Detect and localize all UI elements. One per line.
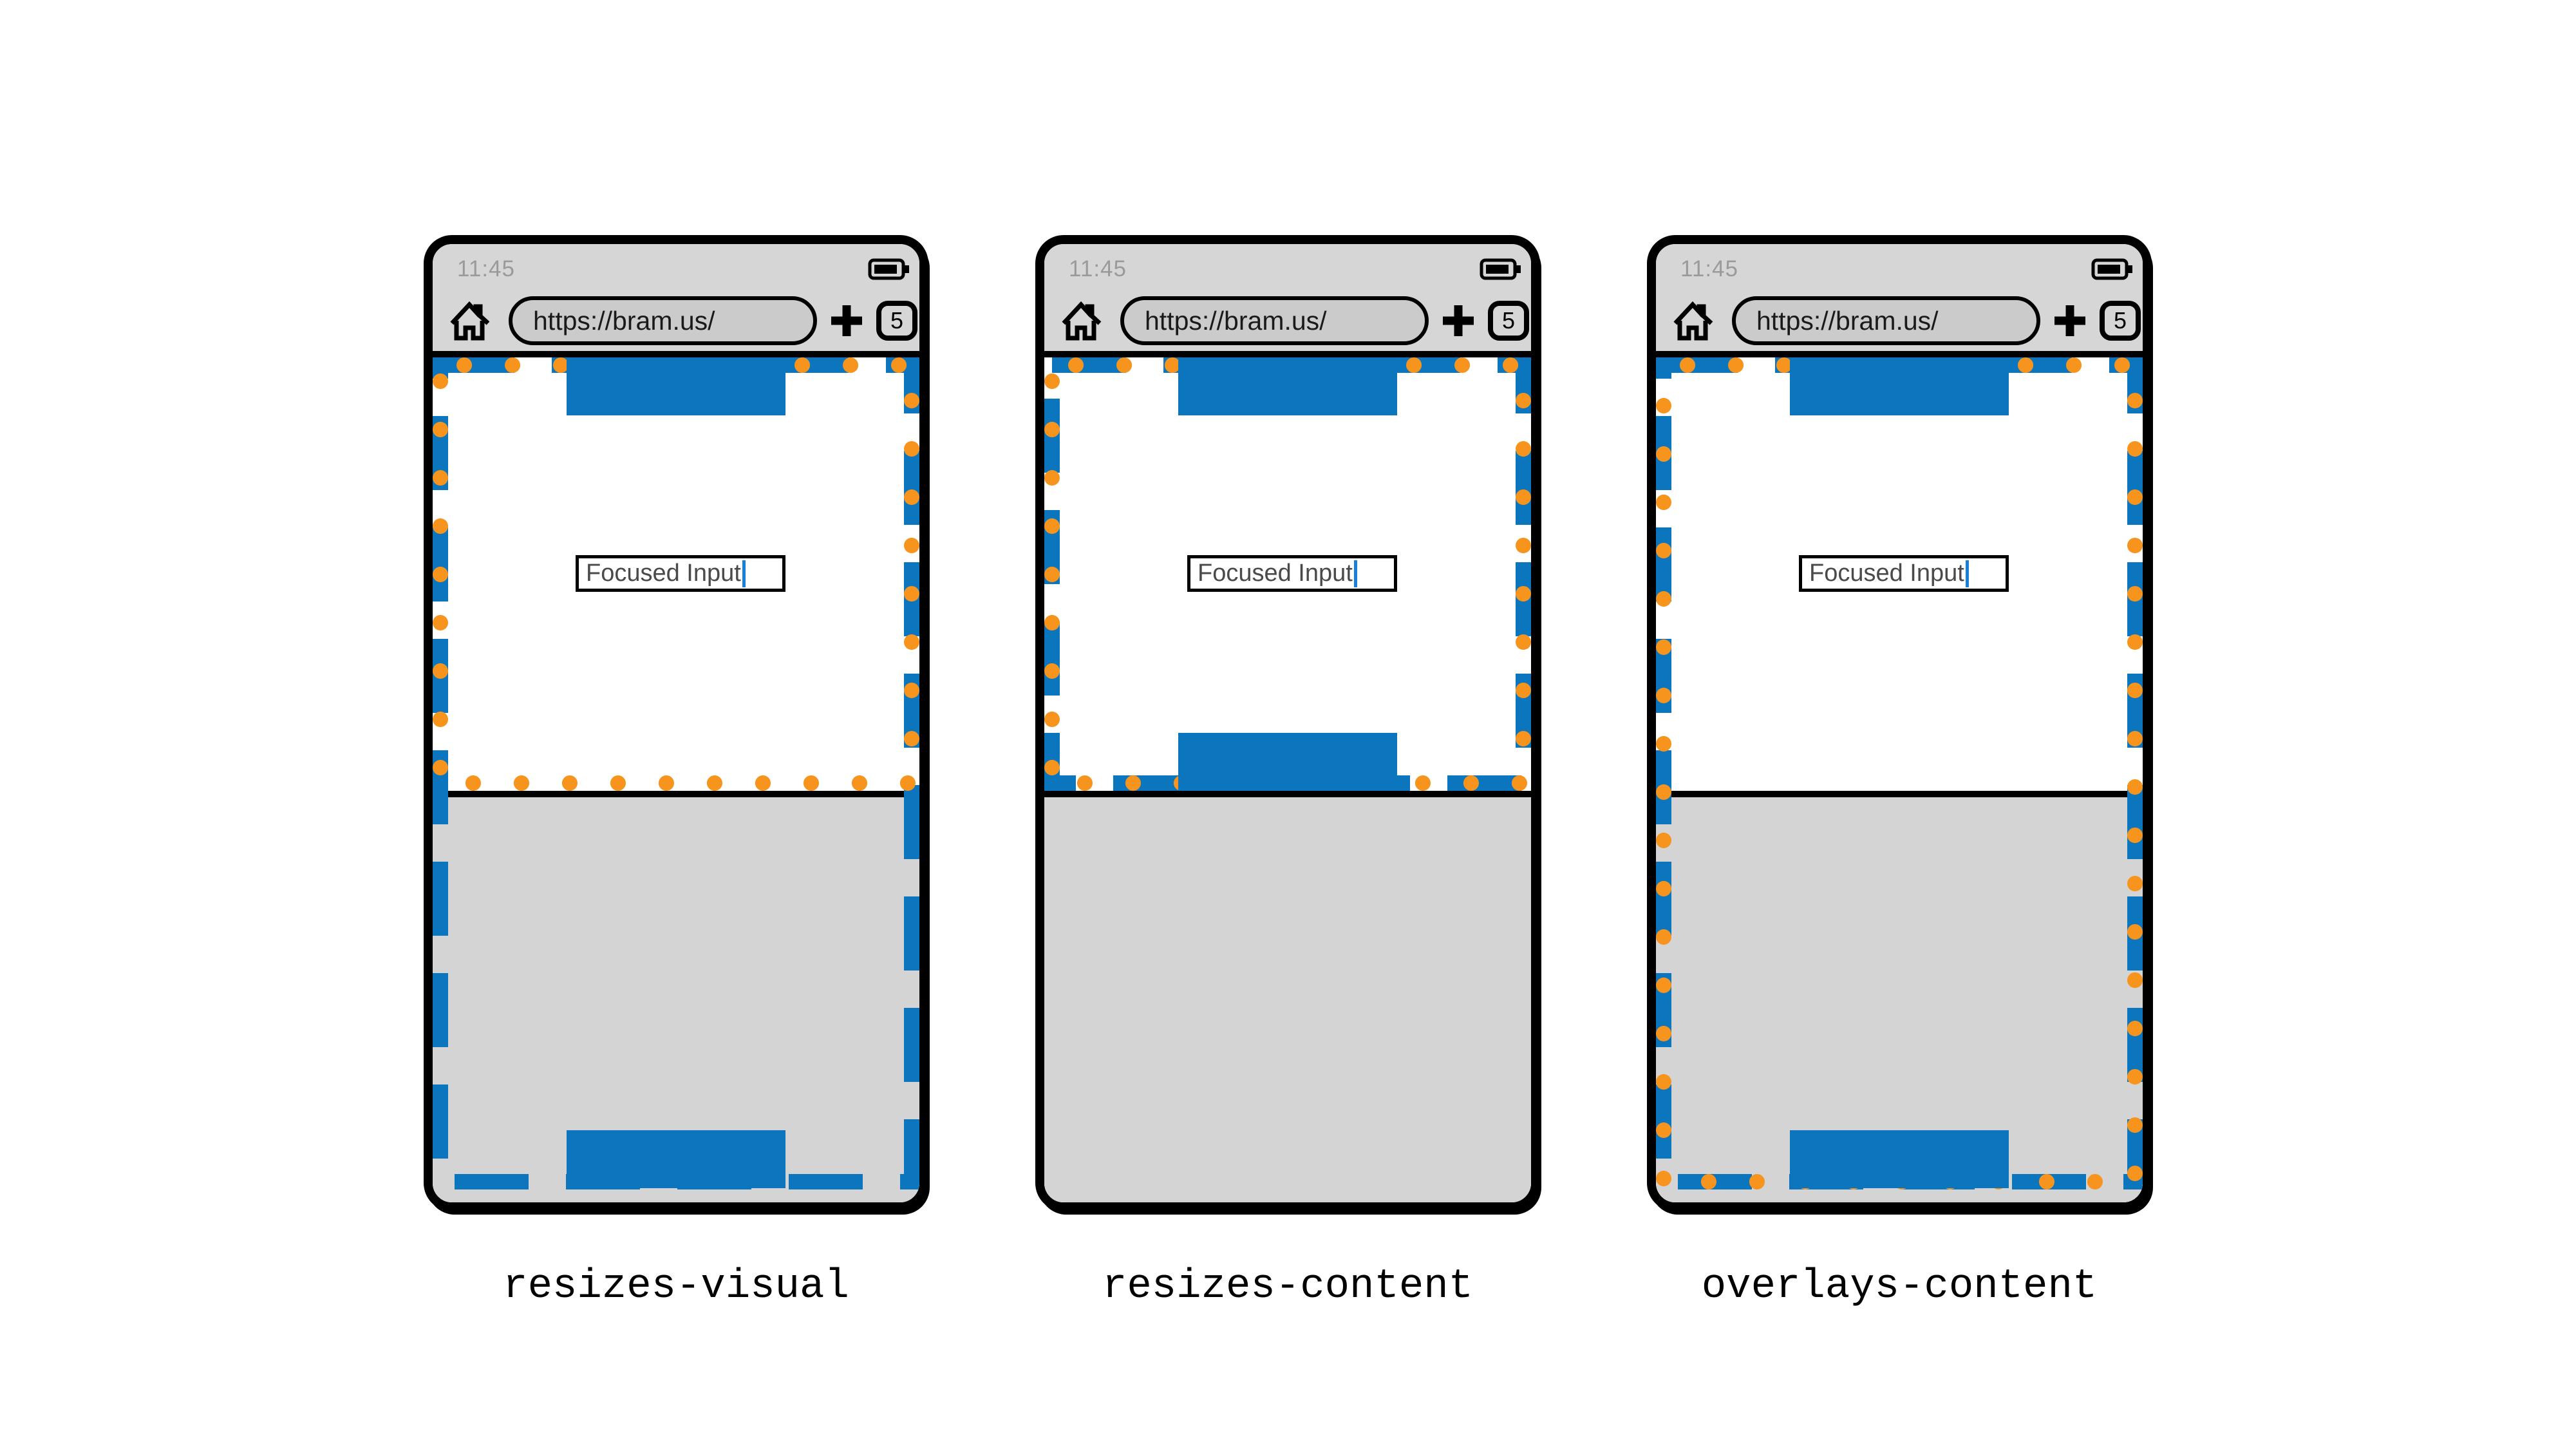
chrome-divider	[433, 351, 919, 357]
browser-toolbar: https://bram.us/ 5	[1044, 290, 1531, 351]
plus-icon[interactable]	[2052, 303, 2088, 339]
tab-count-text: 5	[2113, 307, 2127, 334]
url-field[interactable]: https://bram.us/	[1732, 296, 2040, 345]
viewport-overlay	[1044, 357, 1531, 791]
visual-viewport-dotted-border	[1656, 357, 2143, 1189]
fixed-footer-bar	[1178, 733, 1397, 791]
input-text: Focused Input	[586, 560, 741, 587]
fixed-header-bar	[567, 357, 785, 415]
page-viewport: Focused Input	[1656, 357, 2143, 1202]
clock-text: 11:45	[457, 256, 515, 281]
phone-mockup-overlays-content: 11:45 https://bram.us/ 5	[1647, 235, 2152, 1211]
plus-icon[interactable]	[1440, 303, 1476, 339]
fixed-footer-bar	[1790, 1130, 2009, 1188]
clock-text: 11:45	[1069, 256, 1127, 281]
home-icon[interactable]	[449, 298, 491, 344]
fixed-footer-bar	[567, 1130, 785, 1188]
viewport-overlay	[433, 357, 919, 1189]
phone-mockup-resizes-content: 11:45 https://bram.us/ 5	[1035, 235, 1540, 1211]
text-caret	[1353, 560, 1357, 587]
visual-viewport-dotted-border	[433, 357, 919, 791]
tab-count-text: 5	[890, 307, 904, 334]
input-text: Focused Input	[1198, 560, 1353, 587]
chrome-divider	[1656, 351, 2143, 357]
layout-viewport-dashed-border	[433, 357, 919, 1189]
text-caret	[742, 560, 746, 587]
fixed-header-bar	[1178, 357, 1397, 415]
tab-counter[interactable]: 5	[876, 301, 917, 341]
tab-counter[interactable]: 5	[2100, 301, 2141, 341]
home-icon[interactable]	[1673, 298, 1714, 344]
mode-label-resizes-content: resizes-content	[1102, 1264, 1474, 1310]
tab-counter[interactable]: 5	[1488, 301, 1529, 341]
chrome-divider	[1044, 351, 1531, 357]
browser-toolbar: https://bram.us/ 5	[1656, 290, 2143, 351]
url-text: https://bram.us/	[1756, 305, 1939, 336]
home-icon[interactable]	[1061, 298, 1102, 344]
page-viewport: Focused Input	[433, 357, 919, 1202]
page-viewport: Focused Input	[1044, 357, 1531, 1202]
mode-label-overlays-content: overlays-content	[1701, 1264, 2098, 1310]
text-caret	[1965, 560, 1969, 587]
url-text: https://bram.us/	[1145, 305, 1327, 336]
status-bar: 11:45	[433, 244, 919, 290]
url-field[interactable]: https://bram.us/	[1120, 296, 1429, 345]
visual-viewport-dotted-border	[1044, 357, 1531, 791]
clock-text: 11:45	[1680, 256, 1738, 281]
status-bar: 11:45	[1656, 244, 2143, 290]
phone-mockup-resizes-visual: 11:45 https://bram.us/ 5	[424, 235, 928, 1211]
battery-icon	[1480, 258, 1521, 280]
mode-label-resizes-visual: resizes-visual	[503, 1264, 849, 1310]
battery-icon	[2091, 258, 2132, 280]
focused-input[interactable]: Focused Input	[576, 555, 785, 592]
browser-toolbar: https://bram.us/ 5	[433, 290, 919, 351]
input-text: Focused Input	[1809, 560, 1964, 587]
plus-icon[interactable]	[829, 303, 865, 339]
layout-viewport-dashed-border	[1656, 357, 2143, 1189]
viewport-overlay	[1656, 357, 2143, 1189]
focused-input[interactable]: Focused Input	[1187, 555, 1397, 592]
focused-input[interactable]: Focused Input	[1799, 555, 2009, 592]
fixed-header-bar	[1790, 357, 2009, 415]
virtual-keyboard-area	[1044, 791, 1531, 1202]
tab-count-text: 5	[1501, 307, 1516, 334]
battery-icon	[868, 258, 909, 280]
url-field[interactable]: https://bram.us/	[509, 296, 817, 345]
url-text: https://bram.us/	[533, 305, 715, 336]
status-bar: 11:45	[1044, 244, 1531, 290]
